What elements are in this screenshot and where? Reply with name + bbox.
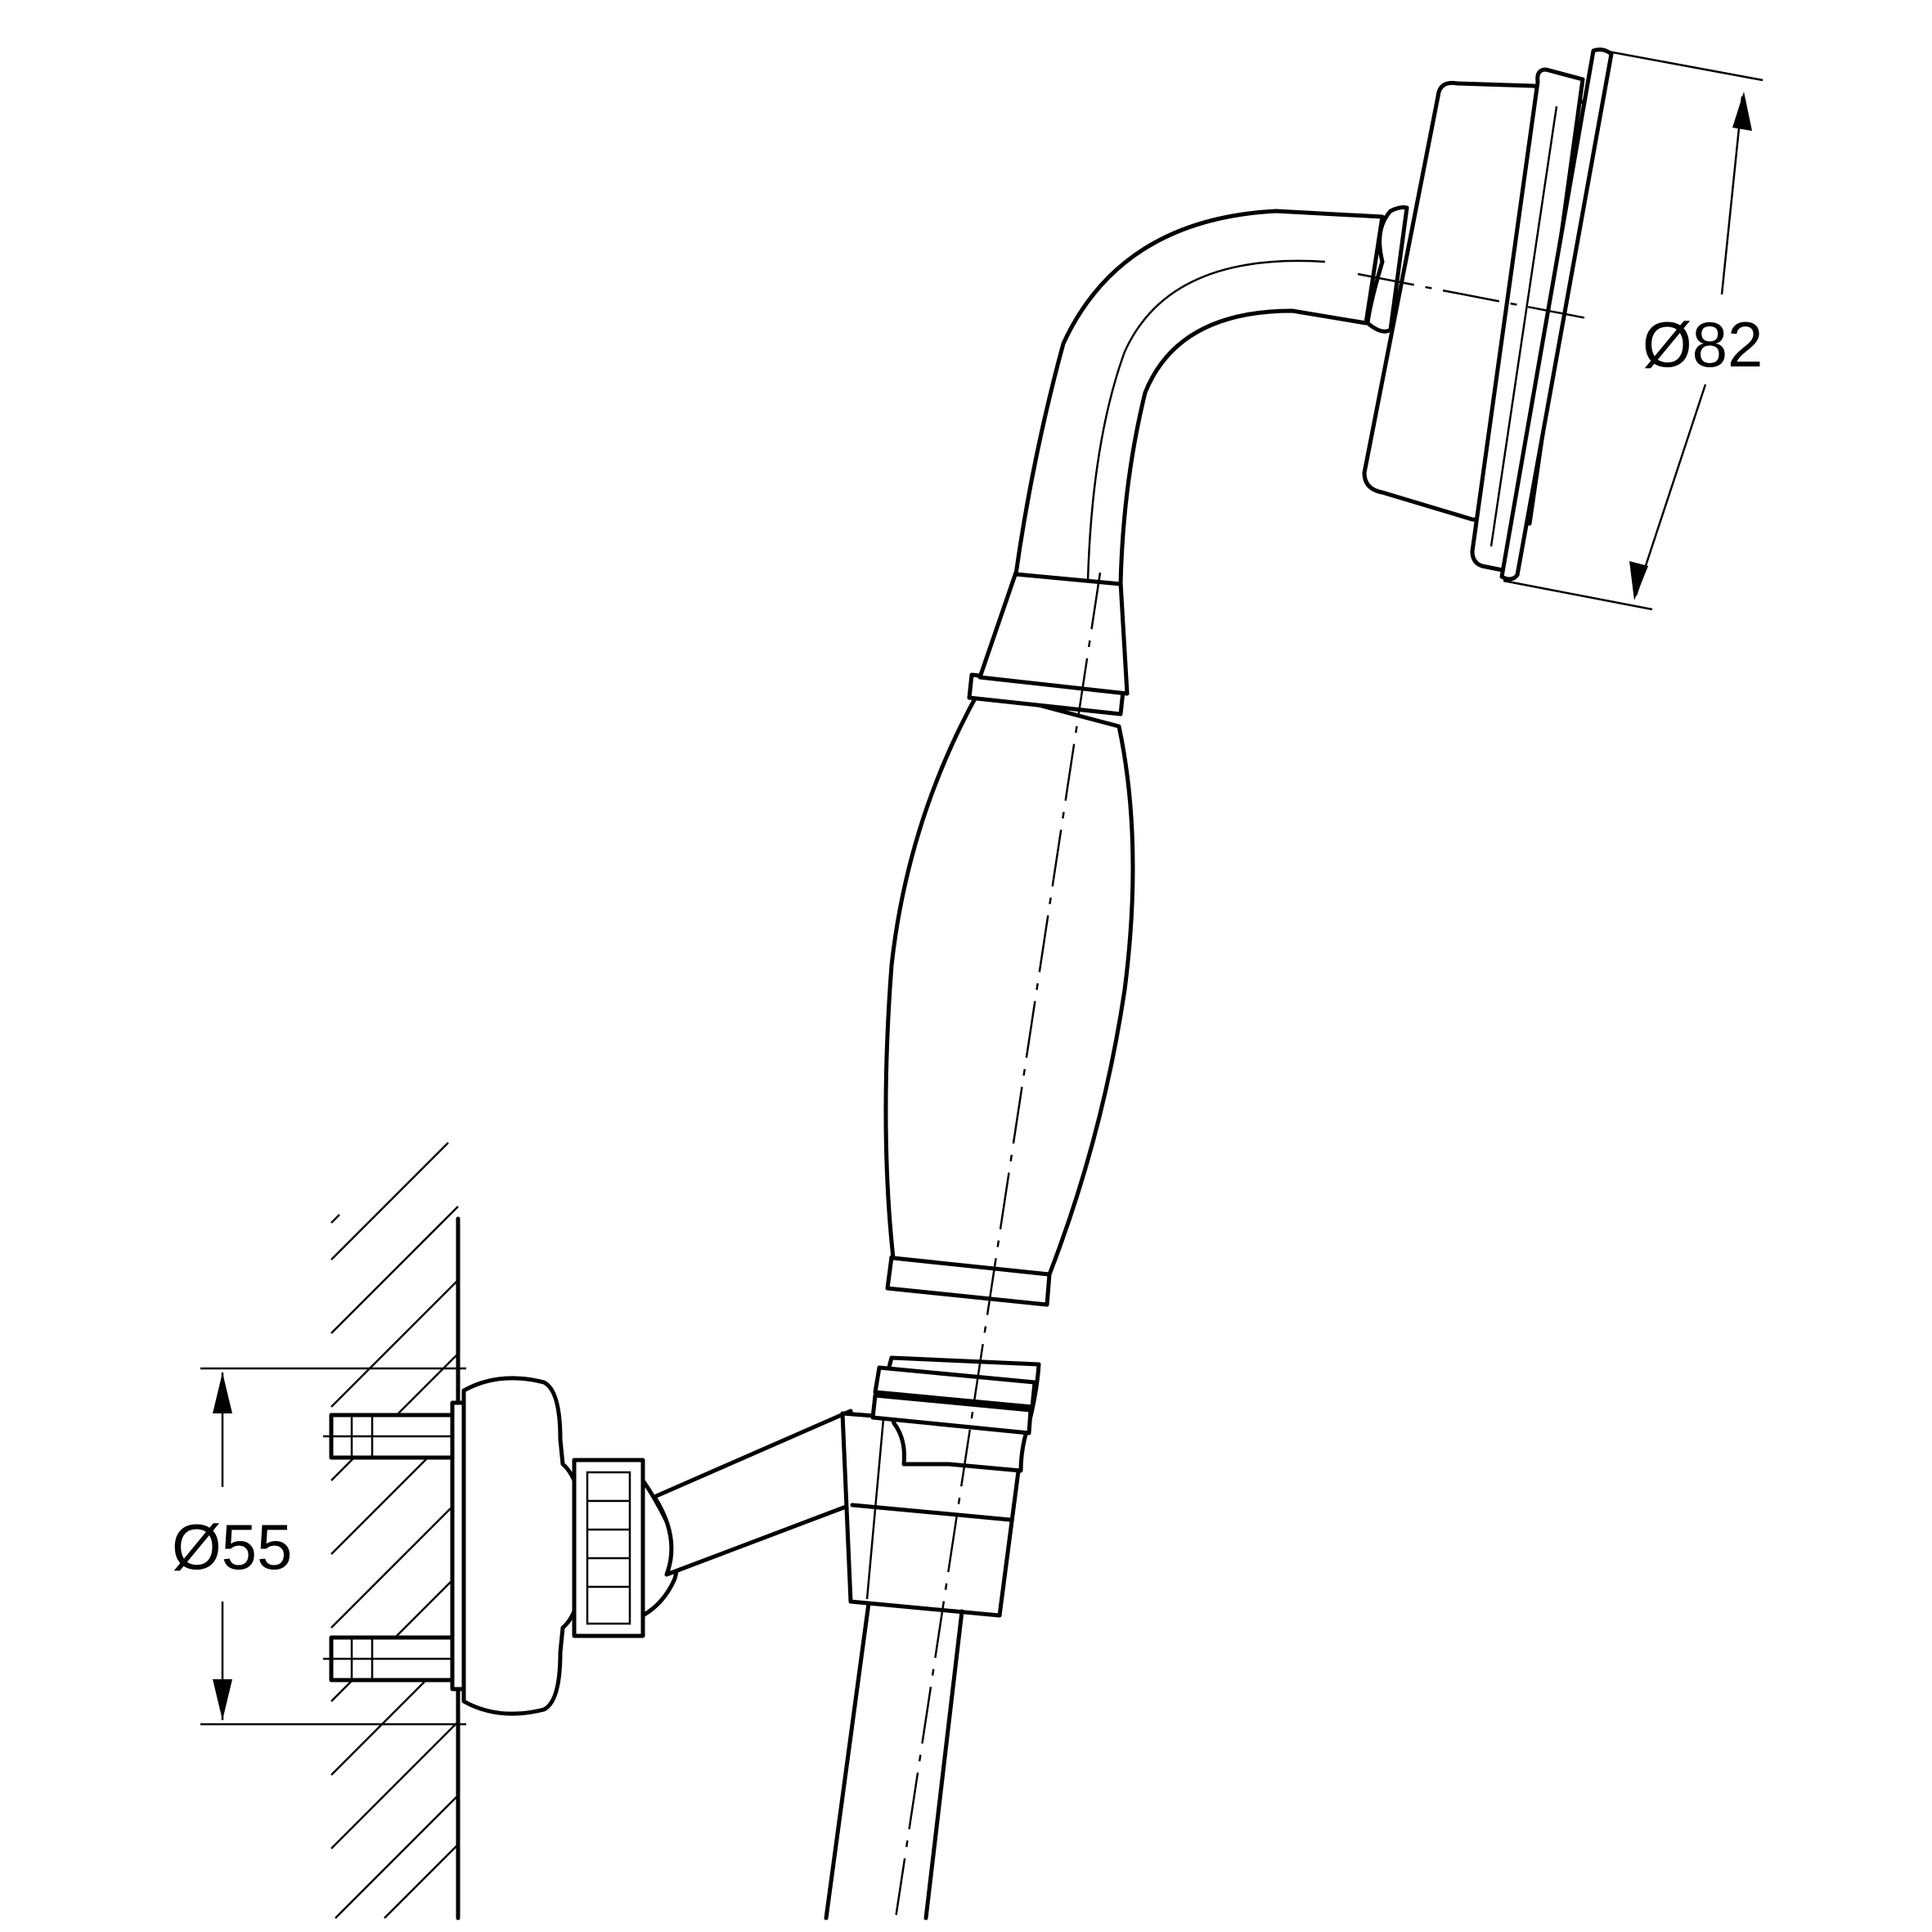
shower-head xyxy=(1362,47,1614,582)
dimension-wall-flange-diameter: Ø55 xyxy=(172,1367,466,1726)
wall-flange xyxy=(450,1376,580,1716)
holder-arm xyxy=(652,1409,857,1577)
shower-neck xyxy=(1013,209,1385,586)
wall-hatching xyxy=(330,1142,459,1919)
wall-flange-diameter-label: Ø55 xyxy=(172,1511,292,1583)
dimension-shower-head-diameter: Ø82 xyxy=(1503,47,1763,611)
neck-inner-line xyxy=(1086,259,1326,582)
handle-upper-collar xyxy=(967,570,1130,717)
shower-head-diameter-label: Ø82 xyxy=(1642,308,1763,380)
hexagon-nut xyxy=(572,1458,645,1638)
handle-grip xyxy=(883,687,1135,1277)
mounting-screw-lower xyxy=(323,1635,462,1683)
mounting-screw-upper xyxy=(323,1413,462,1460)
center-lines xyxy=(894,272,1592,1919)
shower-hose xyxy=(824,1601,964,1921)
